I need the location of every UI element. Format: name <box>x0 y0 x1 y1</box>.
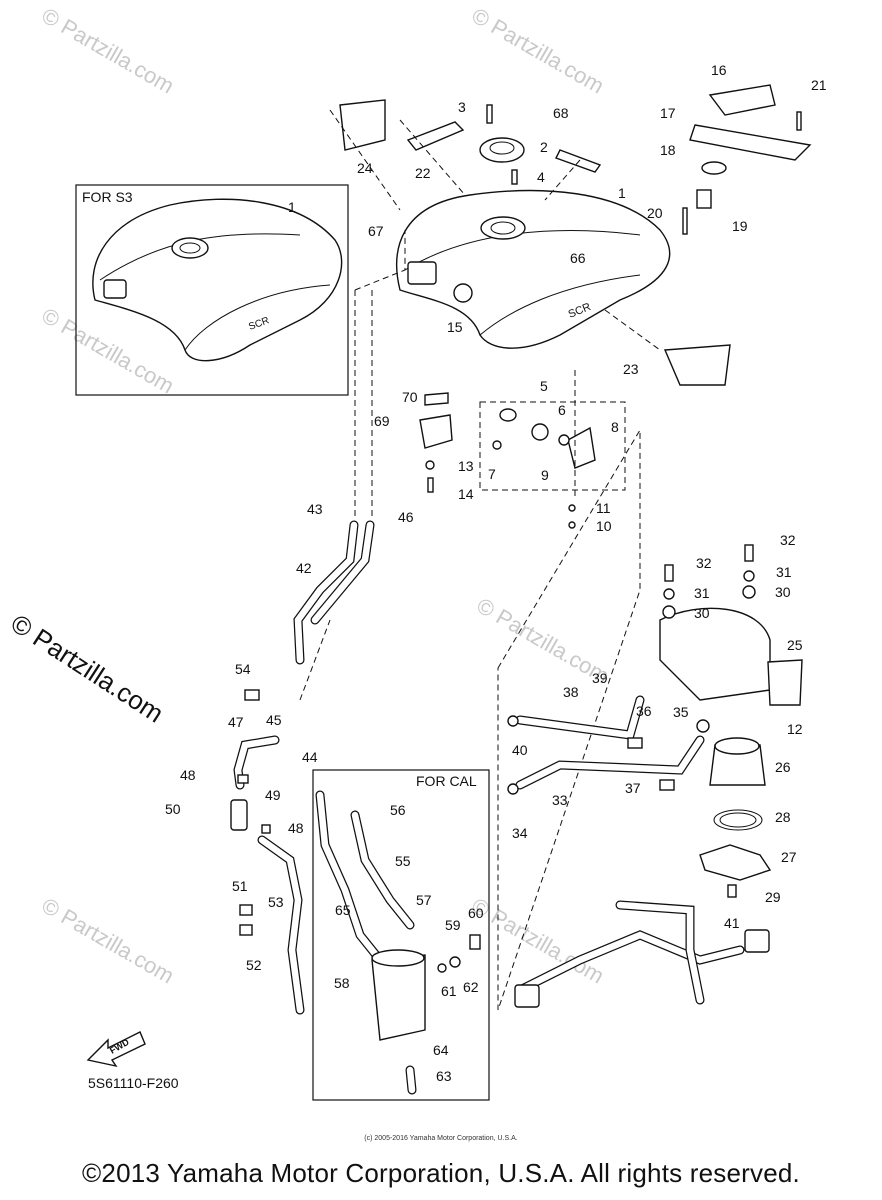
callout: 1 <box>288 199 296 215</box>
callout: 44 <box>302 749 318 765</box>
callout: 9 <box>541 467 549 483</box>
cal-box-title: FOR CAL <box>416 773 477 789</box>
callout: 66 <box>570 250 586 266</box>
callout: 61 <box>441 983 457 999</box>
callout: 31 <box>694 585 710 601</box>
callout: 63 <box>436 1068 452 1084</box>
callout: 48 <box>288 820 304 836</box>
callout: 4 <box>537 169 545 185</box>
callout: 20 <box>647 205 663 221</box>
callout: 30 <box>694 605 710 621</box>
callout: 25 <box>787 637 803 653</box>
callout: 10 <box>596 518 612 534</box>
callout: 60 <box>468 905 484 921</box>
callout: 35 <box>673 704 689 720</box>
fuel-cock-assembly <box>419 392 626 529</box>
diagram-code: 5S61110-F260 <box>88 1075 179 1091</box>
cal-inset: FOR CAL <box>312 769 490 1101</box>
callout: 14 <box>458 486 474 502</box>
watermark: © Partzilla.com <box>38 3 179 99</box>
callout: 34 <box>512 825 528 841</box>
callout: 48 <box>180 767 196 783</box>
callout: 11 <box>596 500 611 516</box>
callout: 26 <box>775 759 791 775</box>
callout: 42 <box>296 560 312 576</box>
callout: 6 <box>558 402 566 418</box>
callout: 5 <box>540 378 548 394</box>
callout: 67 <box>368 223 384 239</box>
callout: 31 <box>776 564 792 580</box>
s3-box-title: FOR S3 <box>82 189 133 205</box>
callout: 7 <box>488 466 496 482</box>
callout: 46 <box>398 509 414 525</box>
callout: 49 <box>265 787 281 803</box>
fuel-tank: SCR <box>339 84 812 386</box>
callout: 23 <box>623 361 639 377</box>
fwd-arrow: FWD <box>86 1031 146 1068</box>
watermark: © Partzilla.com <box>468 3 609 99</box>
callout: 70 <box>402 389 418 405</box>
callout: 51 <box>232 878 248 894</box>
callout: 37 <box>625 780 641 796</box>
callout: 8 <box>611 419 619 435</box>
callout: 64 <box>433 1042 449 1058</box>
callout: 62 <box>463 979 479 995</box>
callout: 52 <box>246 957 262 973</box>
callout: 19 <box>732 218 748 234</box>
fuel-pump-assembly <box>497 428 803 1011</box>
callout: 69 <box>374 413 390 429</box>
callout: 30 <box>775 584 791 600</box>
callout: 36 <box>636 703 652 719</box>
callout: 68 <box>553 105 569 121</box>
callout: 29 <box>765 889 781 905</box>
callout: 53 <box>268 894 284 910</box>
hoses-left <box>230 520 375 1015</box>
callout: 47 <box>228 714 244 730</box>
callout: 54 <box>235 661 251 677</box>
callout: 65 <box>335 902 351 918</box>
callout: 32 <box>780 532 796 548</box>
callout: 24 <box>357 160 373 176</box>
callout: 1 <box>618 185 626 201</box>
callout: 27 <box>781 849 797 865</box>
callout: 18 <box>660 142 676 158</box>
callout: 41 <box>724 915 740 931</box>
callout: 57 <box>416 892 432 908</box>
callout: 58 <box>334 975 350 991</box>
watermark: © Partzilla.com <box>38 893 179 989</box>
s3-inset: FOR S3 SCR <box>75 184 349 396</box>
callout: 59 <box>445 917 461 933</box>
callout: 15 <box>447 319 463 335</box>
callout: 17 <box>660 105 676 121</box>
callout: 43 <box>307 501 323 517</box>
callout: 38 <box>563 684 579 700</box>
callout: 3 <box>458 99 466 115</box>
small-print: (c) 2005-2016 Yamaha Motor Corporation, … <box>364 1135 518 1142</box>
callout: 40 <box>512 742 528 758</box>
callout: 56 <box>390 802 406 818</box>
callout: 28 <box>775 809 791 825</box>
callout: 21 <box>811 77 827 93</box>
leader-lines <box>299 109 661 701</box>
copyright-notice: ©2013 Yamaha Motor Corporation, U.S.A. A… <box>82 1158 800 1188</box>
callout-labels: 1 1 2 3 4 5 6 7 8 9 10 11 12 13 14 15 16… <box>165 62 827 1084</box>
callout: 16 <box>711 62 727 78</box>
callout: 33 <box>552 792 568 808</box>
callout: 32 <box>696 555 712 571</box>
callout: 55 <box>395 853 411 869</box>
callout: 22 <box>415 165 431 181</box>
callout: 50 <box>165 801 181 817</box>
callout: 12 <box>787 721 803 737</box>
callout: 39 <box>592 670 608 686</box>
callout: 45 <box>266 712 282 728</box>
callout: 2 <box>540 139 548 155</box>
callout: 13 <box>458 458 474 474</box>
